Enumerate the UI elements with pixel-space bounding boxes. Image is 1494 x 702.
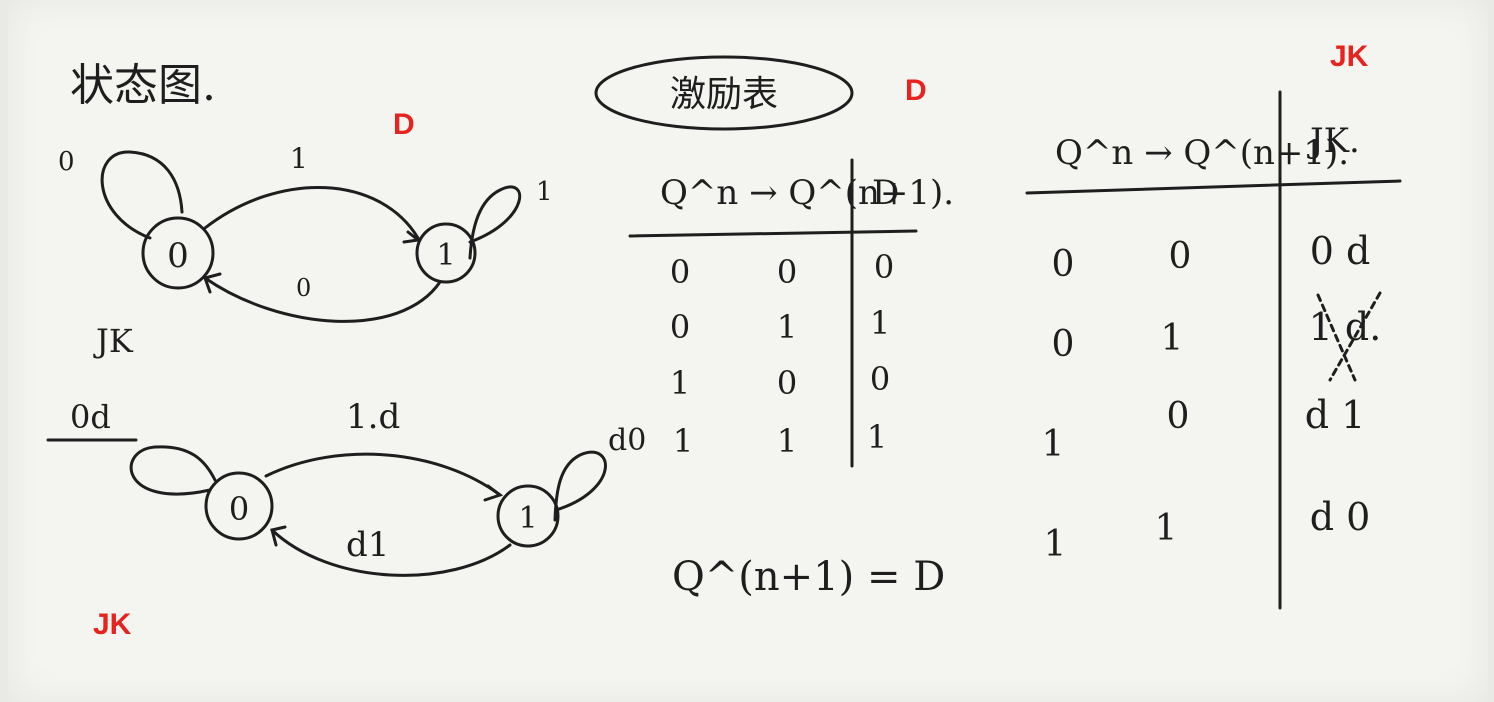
d-arc-1-to-0 (203, 276, 442, 323)
d-self-loop-1-label: 1 (536, 177, 553, 207)
d-cell: 0 (670, 308, 690, 346)
d-arc-0-to-1 (203, 185, 420, 240)
d-cell: 0 (870, 360, 890, 398)
jk-arc-bottom-label: d1 (346, 525, 389, 565)
jk-state-1-circle (496, 484, 560, 548)
jk-cell: 0 (1167, 396, 1190, 437)
jk-cell: 1 (1042, 424, 1065, 465)
jk-cell: 1 (1044, 524, 1067, 565)
jk-cell: 0 (1052, 244, 1075, 285)
d-self-loop-0-label: 0 (58, 147, 75, 177)
d-state-1: 1 (436, 238, 455, 273)
d-state-1-circle (415, 222, 477, 284)
d-cell: 1 (870, 304, 890, 342)
d-cell: 0 (670, 253, 690, 291)
d-cell: 0 (874, 248, 894, 286)
d-cell: 1 (670, 364, 690, 402)
overlay-label-d-left: D (393, 108, 415, 141)
jk-cell: d 0 (1310, 495, 1371, 539)
excitation-title-ring (594, 55, 854, 131)
d-cell: 1 (777, 422, 797, 460)
overlay-label-jk-right: JK (1330, 40, 1369, 73)
d-formula: Q^(n+1) = D (672, 554, 945, 600)
d-cell: 0 (777, 253, 797, 291)
jk-arc-1-to-0 (270, 528, 512, 577)
jk-state-0: 0 (229, 490, 249, 528)
jk-self-loop-1 (553, 450, 607, 522)
jk-table-header-right: JK. (1307, 121, 1360, 161)
d-table-header-left: Q^n → Q^(n+1). (660, 173, 954, 213)
jk-cell: d 1 (1305, 393, 1366, 437)
d-cell: 1 (867, 418, 887, 456)
d-state-0: 0 (167, 236, 189, 276)
d-self-loop-0 (100, 150, 184, 240)
jk-cell: 1 (1161, 318, 1184, 359)
jk-self-loop-1-label: d0 (608, 423, 646, 458)
jk-arc-top-label: 1.d (346, 397, 400, 437)
jk-table-header-rule (1025, 179, 1402, 195)
d-cell: 0 (777, 364, 797, 402)
jk-cell: 0 d (1310, 229, 1371, 273)
jk-cell: 0 (1169, 236, 1192, 277)
jk-cell: 1 d. (1309, 305, 1382, 349)
d-arc-top-label: 1 (290, 142, 308, 175)
jk-self-loop-0 (129, 445, 217, 496)
jk-table-header-left: Q^n → Q^(n+1). (1055, 133, 1349, 173)
d-self-loop-1 (468, 185, 522, 260)
d-cell: 1 (777, 308, 797, 346)
jk-arc-0-to-1 (264, 452, 502, 497)
d-table-header-rule (628, 229, 918, 238)
overlay-label-jk-left: JK (93, 608, 132, 641)
d-table-header-right: D (872, 173, 899, 213)
jk-state-0-circle (204, 471, 274, 541)
excitation-title: 激励表 (670, 74, 778, 115)
d-cell: 1 (673, 422, 693, 460)
page-title: 状态图. (70, 60, 216, 111)
d-arc-bottom-label: 0 (296, 274, 311, 302)
jk-cell: 0 (1052, 324, 1075, 365)
overlay-label-d-mid: D (905, 74, 927, 107)
jk-state-1: 1 (518, 501, 537, 536)
jk-cell: 1 (1155, 508, 1178, 549)
whiteboard (8, 0, 1488, 702)
d-state-0-circle (141, 216, 215, 290)
jk-self-loop-0-label: 0d (70, 398, 111, 436)
jk-diagram-caption: JK (93, 322, 134, 360)
